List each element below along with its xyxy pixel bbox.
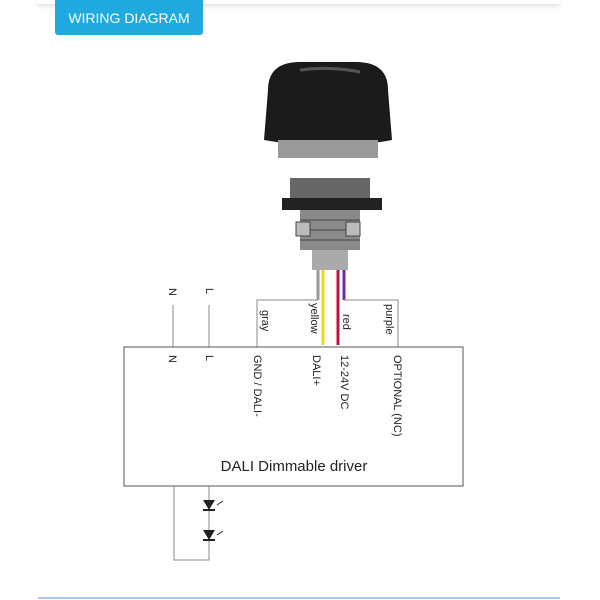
red-wire-label: red	[340, 314, 352, 330]
optional-label: OPTIONAL (NC)	[391, 355, 403, 437]
gray-wire-label: gray	[259, 310, 271, 332]
n-input-label: N	[166, 288, 178, 296]
power-label: 12-24V DC	[338, 355, 350, 410]
l-input-label: L	[203, 288, 215, 295]
purple-wire-label: purple	[383, 304, 395, 335]
bottom-divider	[38, 597, 560, 599]
yellow-wire-label: yellow	[308, 303, 320, 334]
driver-l-label: L	[203, 355, 215, 362]
driver-title: DALI Dimmable driver	[220, 458, 368, 475]
sensor-device	[264, 62, 392, 270]
wiring-diagram-tab[interactable]: WIRING DIAGRAM	[55, 0, 203, 35]
dali-plus-label: DALI+	[310, 355, 322, 386]
led-icon	[203, 500, 224, 541]
gnd-dali-label: GND / DALI-	[251, 355, 263, 417]
driver-n-label: N	[166, 355, 178, 363]
